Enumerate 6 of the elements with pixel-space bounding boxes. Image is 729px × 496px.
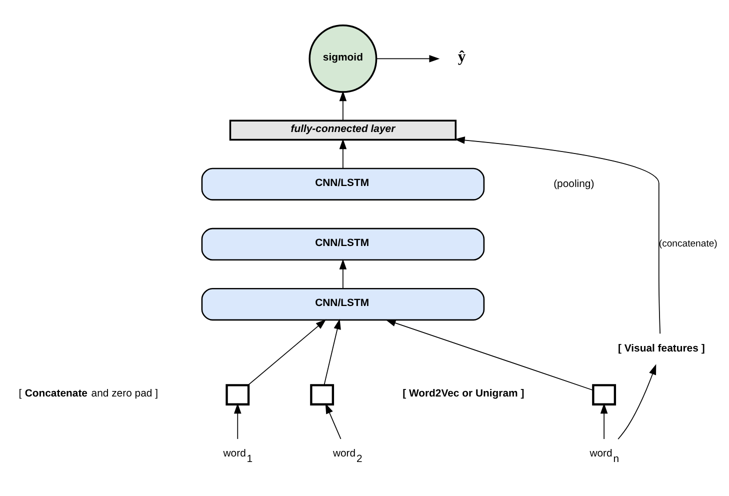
edge-label: (concatenate): [658, 238, 718, 250]
node-text: ŷ: [458, 48, 466, 66]
label: [ Word2Vec or Unigram ]: [402, 388, 524, 400]
node-text: [ Visual features ]: [618, 343, 705, 354]
label: (pooling): [554, 178, 594, 190]
label: [ Concatenate and zero pad ]: [18, 388, 158, 400]
